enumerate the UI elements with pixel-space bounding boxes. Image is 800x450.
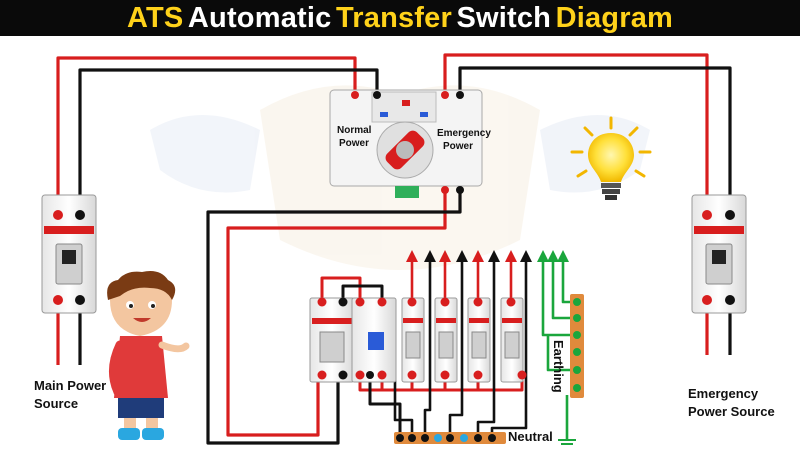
cartoon-boy-illustration <box>107 271 190 440</box>
emergency-breaker <box>691 194 747 314</box>
main-power-label-2: Source <box>34 396 79 411</box>
neutral-label: Neutral <box>508 429 553 444</box>
ats-normal-label-1: Normal <box>337 125 372 136</box>
light-bulb-icon <box>570 116 652 200</box>
neutral-busbar <box>394 432 506 444</box>
mcb-breakers <box>401 297 527 383</box>
title-word-diagram: Diagram <box>555 1 674 34</box>
isolator-breaker <box>351 297 397 383</box>
mcb-2 <box>434 297 458 383</box>
mcb-3 <box>467 297 491 383</box>
wires <box>56 53 732 445</box>
title-word-ats: ATS <box>126 1 184 34</box>
title-word-switch: Switch <box>456 1 552 34</box>
ats-emergency-label-2: Power <box>443 141 473 152</box>
output-arrows <box>406 250 569 262</box>
title-word-transfer: Transfer <box>335 1 452 34</box>
title-word-automatic: Automatic <box>187 1 332 34</box>
mcb-4 <box>500 297 527 383</box>
mcb-1 <box>401 297 425 383</box>
main-breaker <box>41 194 97 314</box>
ats-emergency-label-1: Emergency <box>437 128 491 139</box>
emergency-power-label-2: Power Source <box>688 404 775 419</box>
main-power-label-1: Main Power <box>34 378 107 393</box>
ats-switch <box>329 89 483 198</box>
earthing-label: Earthing <box>551 340 566 393</box>
rccb-breaker <box>309 297 355 383</box>
ats-normal-label-2: Power <box>339 138 369 149</box>
earth-busbar <box>570 294 584 398</box>
title-bar: ATS Automatic Transfer Switch Diagram <box>0 0 800 36</box>
emergency-power-label-1: Emergency <box>688 386 759 401</box>
